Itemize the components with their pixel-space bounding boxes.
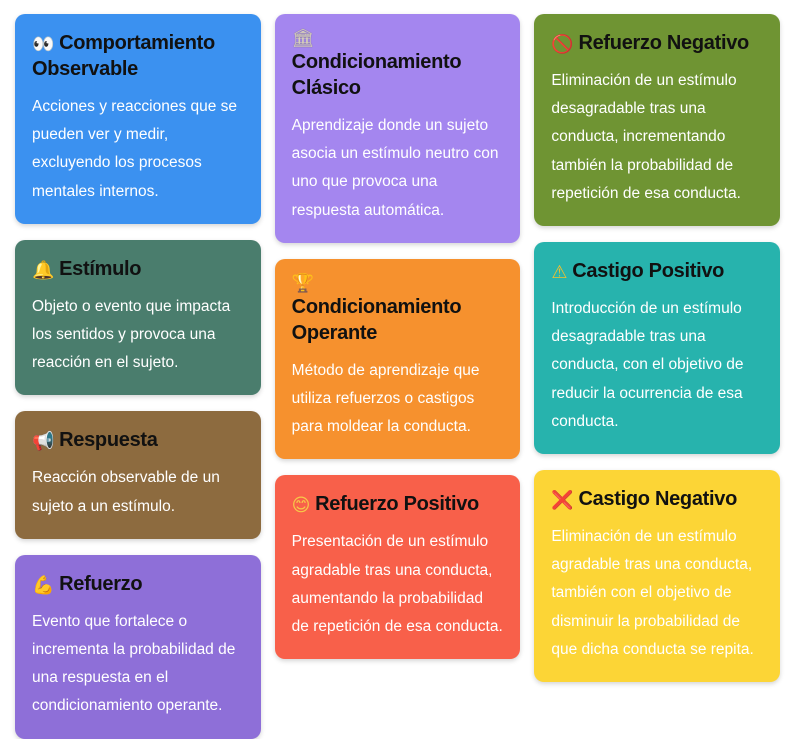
card-description: Presentación de un estímulo agradable tr… — [291, 533, 503, 636]
card-title: 🏛Condicionamiento Clásico — [292, 30, 504, 101]
card-description: Acciones y reacciones que se pueden ver … — [32, 98, 238, 200]
card-title: 👀Comportamiento Observable — [32, 30, 244, 82]
card-title: 🏆Condicionamiento Operante — [291, 272, 504, 346]
card-title-label: Castigo Negativo — [578, 488, 738, 511]
card-description: Aprendizaje donde un sujeto asocia un es… — [291, 117, 499, 219]
card-title-label: Refuerzo — [59, 572, 143, 595]
card-description: Método de aprendizaje que utiliza refuer… — [291, 361, 480, 436]
classical-building-icon: 🏛 — [291, 28, 315, 49]
card-description: Reacción observable de un sujeto a un es… — [32, 469, 220, 515]
card-description: Objeto o evento que impacta los sentidos… — [32, 297, 231, 372]
cross-mark-icon: ❌ — [551, 490, 574, 512]
card-title: 😊Refuerzo Positivo — [292, 491, 504, 517]
eyes-icon: 👀 — [32, 34, 55, 55]
card-title-label: Respuesta — [59, 429, 158, 452]
card-title-label: Refuerzo Positivo — [315, 493, 479, 516]
trophy-icon: 🏆 — [291, 272, 314, 294]
card-title: ❌Castigo Negativo — [551, 486, 763, 512]
bell-icon: 🔔 — [32, 259, 55, 281]
card-title-label: Refuerzo Negativo — [578, 32, 749, 54]
prohibited-icon: 🚫 — [551, 34, 574, 55]
card-description: Eliminación de un estímulo agradable tra… — [551, 528, 754, 658]
card-title: 🔔Estímulo — [32, 256, 244, 282]
card-description: Introducción de un estímulo desagradable… — [551, 300, 744, 430]
card-title-label: Estímulo — [59, 257, 142, 280]
megaphone-icon: 📢 — [32, 431, 55, 453]
card-title: ⚠Castigo Positivo — [551, 258, 763, 284]
card-description: Eliminación de un estímulo desagradable … — [551, 72, 741, 202]
card-title-label: Condicionamiento Operante — [291, 295, 462, 344]
flexed-biceps-icon: 💪 — [32, 574, 55, 596]
card-title: 🚫Refuerzo Negativo — [551, 30, 763, 56]
card-title: 💪Refuerzo — [32, 571, 244, 597]
card-title-label: Condicionamiento Clásico — [291, 51, 462, 99]
smiling-face-icon: 😊 — [291, 495, 311, 517]
warning-icon: ⚠ — [551, 262, 568, 284]
card-title: 📢Respuesta — [32, 427, 244, 453]
card-title-label: Comportamiento Observable — [32, 32, 215, 80]
card-title-label: Castigo Positivo — [572, 260, 725, 283]
